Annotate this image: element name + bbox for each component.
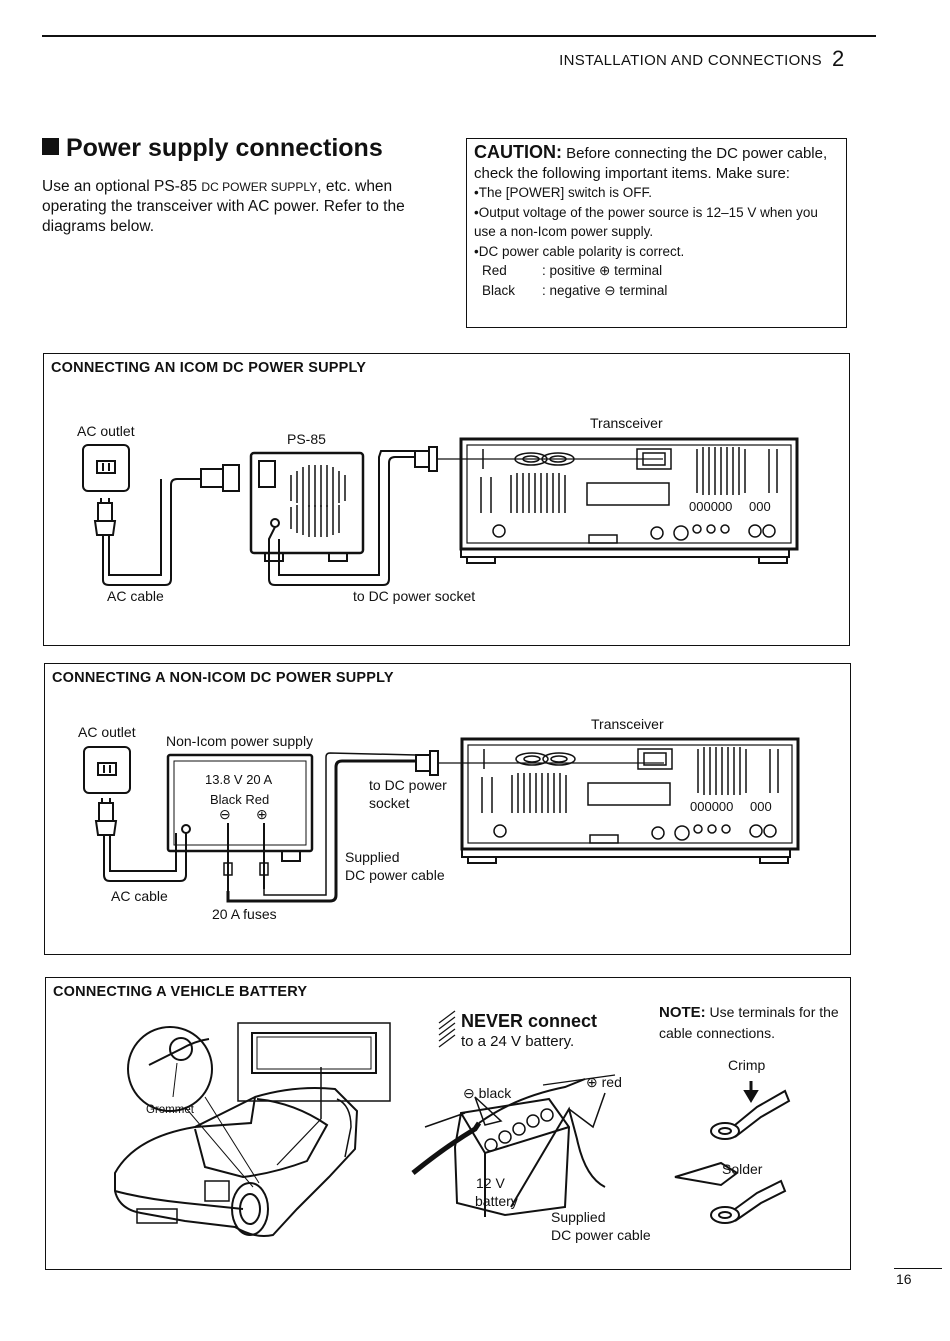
page-number: 16 [896, 1271, 912, 1287]
non-icom-supply-box: CONNECTING A NON-ICOM DC POWER SUPPLY [44, 663, 851, 955]
ps85-label: PS-85 [287, 431, 326, 447]
supplied-cable-label: Supplied [551, 1209, 606, 1225]
note-label: NOTE: [659, 1004, 706, 1021]
caution-item: •DC power cable polarity is correct. [474, 243, 685, 259]
supplied-cable-label: Supplied [345, 849, 400, 865]
intro-paragraph: Use an optional PS-85 DC POWER SUPPLY, e… [42, 177, 434, 237]
supply-label: Non-Icom power supply [166, 733, 314, 749]
caution-box: CAUTION: Before connecting the DC power … [466, 138, 847, 328]
supplied-cable-label-2: DC power cable [345, 867, 445, 883]
non-icom-supply-diagram: 000000 000 [83, 737, 800, 903]
page-title-text: Power supply connections [66, 134, 383, 162]
plus-terminal-icon: ⊕ [256, 806, 268, 822]
page-title: Power supply connections [42, 134, 383, 163]
red-terminal-label: ⊕ red [586, 1074, 622, 1090]
polarity-color: Black [482, 282, 516, 298]
box-title: CONNECTING A NON-ICOM DC POWER SUPPLY [52, 670, 394, 686]
never-connect-text: to a 24 V battery. [461, 1033, 575, 1050]
icom-supply-diagram: 000000 000 [82, 437, 799, 586]
note-body: Use terminals for the cable connections. [659, 1004, 839, 1041]
transceiver-label: Transceiver [590, 415, 663, 431]
vehicle-battery-box: CONNECTING A VEHICLE BATTERY [45, 977, 851, 1270]
solder-label: Solder [722, 1161, 763, 1177]
battery-label: battery [475, 1193, 518, 1209]
never-connect-title: NEVER connect [461, 1011, 598, 1031]
svg-text:000000: 000000 [689, 499, 732, 514]
chapter-number: 2 [832, 46, 845, 71]
dc-socket-label: to DC power socket [353, 588, 476, 604]
caution-item-text: •Output voltage of the power source is 1… [474, 204, 818, 240]
svg-text:000: 000 [750, 799, 772, 814]
caution-lead: CAUTION: Before connecting the DC power … [474, 142, 840, 183]
caution-item: •The [POWER] switch is OFF. [474, 185, 652, 200]
supply-rating: 13.8 V 20 A [205, 772, 273, 787]
ac-cable-label: AC cable [111, 888, 168, 904]
intro-text-1: Use an optional PS-85 [42, 178, 202, 195]
polarity-row: Red : positive ⊕ terminal [474, 261, 840, 281]
polarity-row: Black : negative ⊖ terminal [474, 281, 840, 301]
black-terminal-label: ⊖ black [463, 1085, 512, 1101]
intro-smallcaps: DC POWER SUPPLY [201, 180, 318, 194]
caution-lead-text: Before connecting the DC power cable, ch… [474, 145, 828, 182]
box-title: CONNECTING AN ICOM DC POWER SUPPLY [51, 360, 367, 376]
transceiver-label: Transceiver [591, 716, 664, 732]
supply-terminals: Black Red [210, 792, 270, 807]
battery-voltage-label: 12 V [476, 1175, 505, 1191]
header-rule [42, 35, 876, 37]
bullet-square-icon [42, 138, 59, 155]
ac-outlet-label: AC outlet [77, 423, 135, 439]
crimp-label: Crimp [728, 1057, 766, 1073]
note-text: NOTE: Use terminals for the cable connec… [659, 1002, 839, 1043]
page-number-rule [894, 1268, 942, 1269]
svg-text:000000: 000000 [690, 799, 733, 814]
ac-cable-label: AC cable [107, 588, 164, 604]
icom-supply-box: CONNECTING AN ICOM DC POWER SUPPLY [43, 353, 850, 646]
caution-label: CAUTION: [474, 142, 562, 162]
caution-item: •Output voltage of the power source is 1… [474, 203, 840, 242]
polarity-desc: : positive ⊕ terminal [542, 263, 663, 278]
polarity-color: Red [482, 263, 507, 278]
ac-outlet-label: AC outlet [78, 724, 136, 740]
fuses-label: 20 A fuses [212, 906, 277, 922]
minus-terminal-icon: ⊖ [219, 806, 231, 822]
grommet-label: Grommet [146, 1104, 194, 1116]
box-title: CONNECTING A VEHICLE BATTERY [53, 984, 308, 1000]
dc-socket-label: to DC power [369, 777, 447, 793]
dc-socket-label-2: socket [369, 795, 410, 811]
polarity-desc: : negative ⊖ terminal [542, 282, 668, 298]
section-header: INSTALLATION AND CONNECTIONS [559, 52, 822, 69]
intro-text-2: , etc. when operating the transceiver wi… [42, 178, 405, 235]
supplied-cable-label-2: DC power cable [551, 1227, 651, 1243]
vehicle-battery-diagram [114, 1010, 791, 1237]
svg-text:000: 000 [749, 499, 771, 514]
